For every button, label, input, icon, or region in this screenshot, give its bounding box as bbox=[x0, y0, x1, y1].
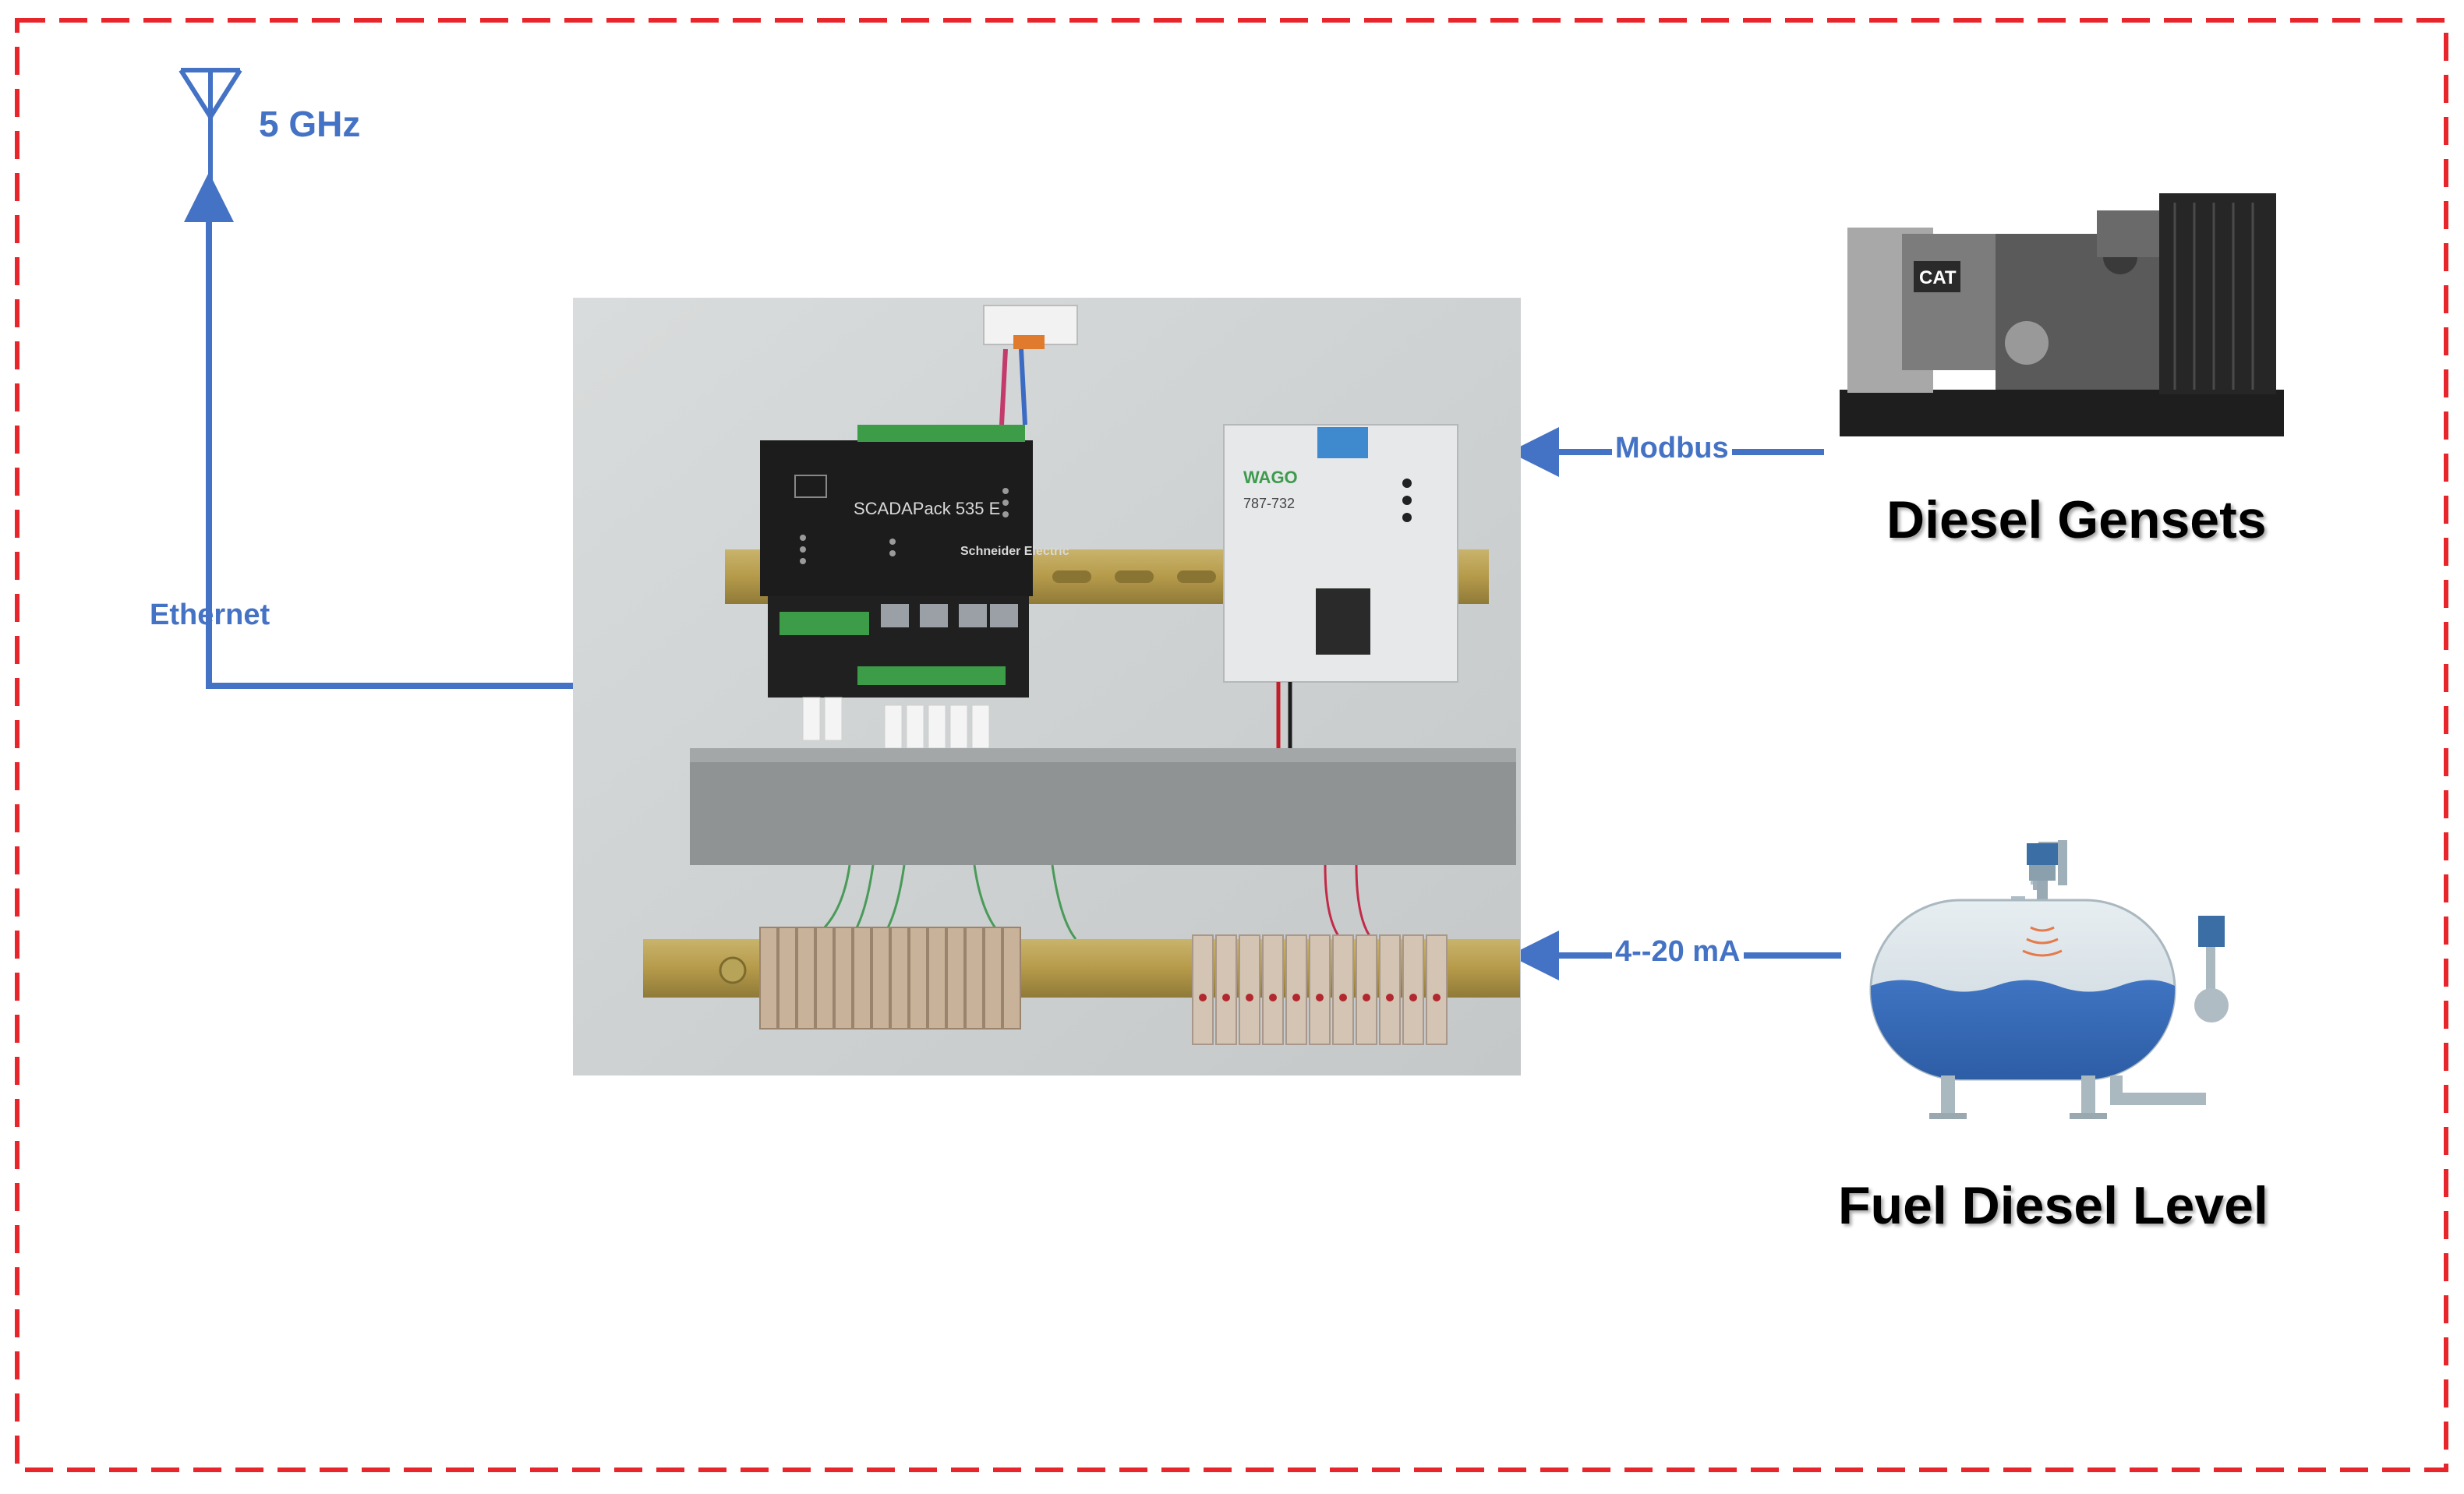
diesel-generator-icon: CAT bbox=[1840, 193, 2284, 436]
fuel-tank-icon bbox=[1869, 840, 2229, 1119]
fuel-title: Fuel Diesel Level bbox=[1838, 1176, 2268, 1235]
rtu-brand-text: Schneider Electric bbox=[960, 545, 1069, 558]
antenna-label: 5 GHz bbox=[259, 104, 361, 144]
rtu-model-text: SCADAPack 535 E bbox=[854, 499, 1000, 518]
ethernet-link bbox=[184, 172, 573, 689]
scada-panel-photo: SCADAPack 535 E Schneider Electric WAGO … bbox=[573, 298, 1521, 1075]
antenna-icon bbox=[179, 68, 242, 183]
modbus-label: Modbus bbox=[1612, 432, 1732, 465]
psu-brand-text: WAGO bbox=[1243, 468, 1298, 487]
psu-model-text: 787-732 bbox=[1243, 496, 1295, 511]
ethernet-label: Ethernet bbox=[150, 599, 270, 631]
gensets-title: Diesel Gensets bbox=[1886, 490, 2267, 549]
analog-label: 4--20 mA bbox=[1612, 935, 1744, 969]
cat-badge: CAT bbox=[1919, 267, 1957, 288]
system-boundary bbox=[15, 18, 2448, 1472]
